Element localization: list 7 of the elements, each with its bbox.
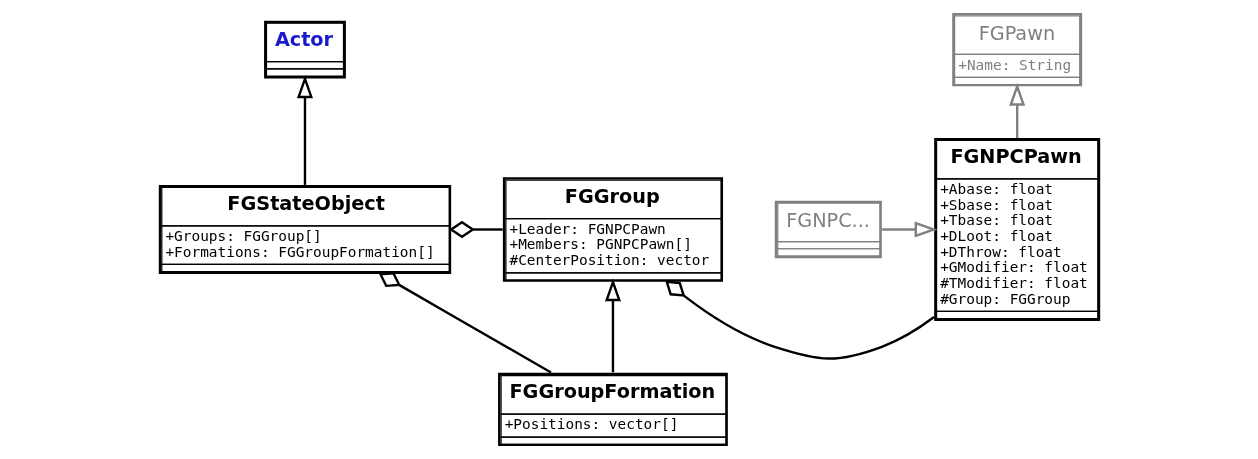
arrow (881, 221, 937, 238)
arrow (296, 75, 313, 185)
connector (448, 220, 503, 239)
connector (378, 272, 552, 374)
connector (664, 280, 935, 360)
arrow (604, 278, 621, 373)
arrow (1008, 82, 1025, 138)
